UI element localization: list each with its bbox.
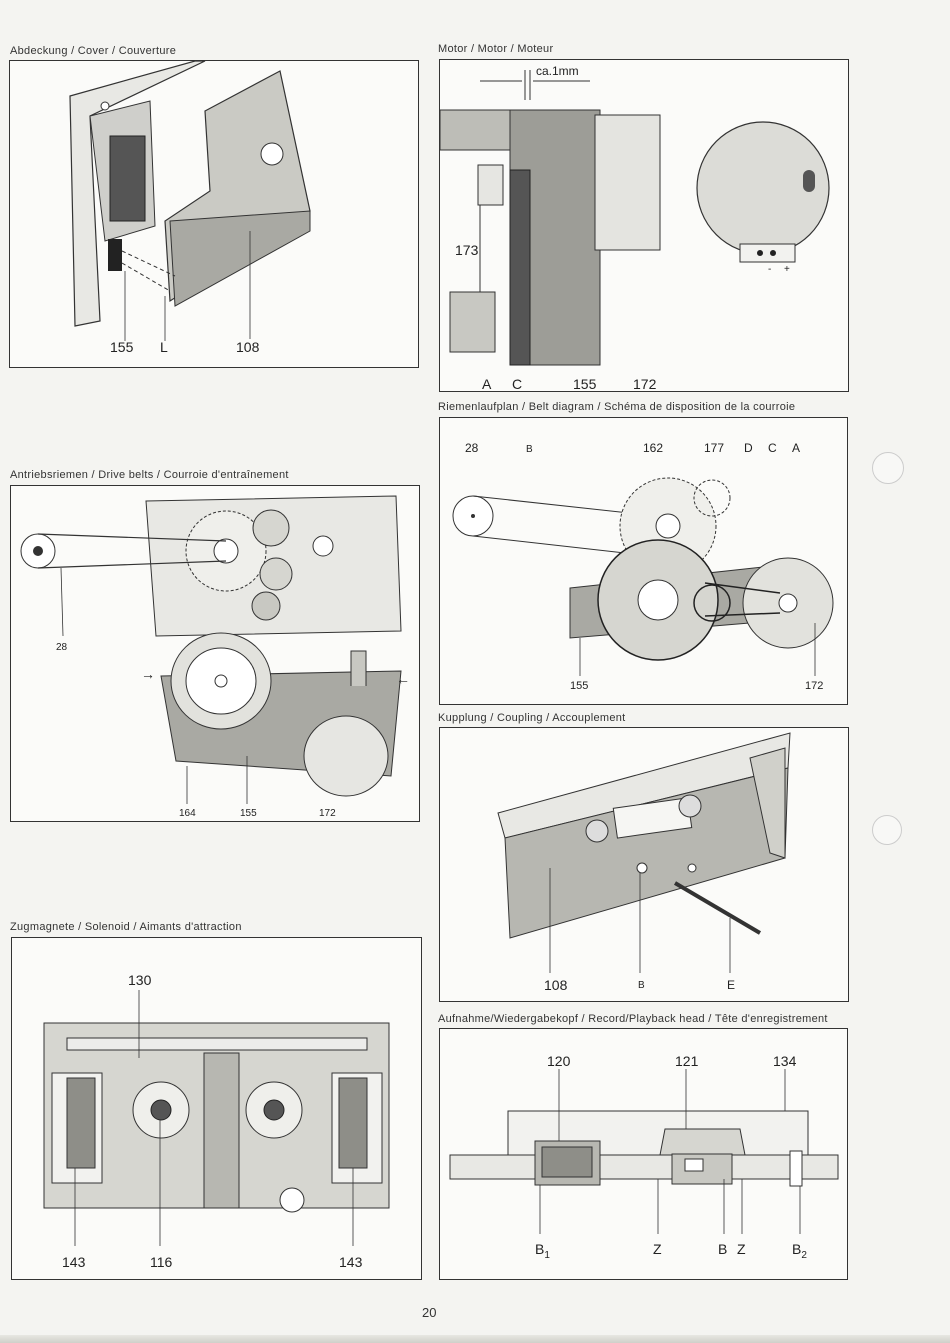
head-label-120: 120: [547, 1053, 571, 1069]
head-label-b2: B2: [792, 1241, 807, 1261]
belt-diagram-drawing: 28 B 162 177 D C A 155 172: [452, 441, 834, 692]
head-label-z-right: Z: [737, 1241, 746, 1257]
motor-label-172: 172: [633, 376, 657, 392]
arrow-right-icon: →: [141, 666, 155, 682]
caption-belt-diagram: Riemenlaufplan / Belt diagram / Schéma d…: [438, 401, 796, 413]
figure-head: 120 121 134 B1 Z B Z B2: [439, 1028, 848, 1280]
figure-drive-belts: → ← 28 164 155 172: [10, 485, 420, 822]
head-label-121: 121: [675, 1053, 699, 1069]
figure-coupling: 108 B E: [439, 727, 849, 1002]
head-label-b1: B1: [535, 1241, 550, 1261]
cover-label-155: 155: [110, 339, 134, 355]
belt-diagram-label-162: 162: [643, 441, 663, 455]
page-number: 20: [422, 1305, 437, 1320]
belt-diagram-label-a: A: [792, 441, 800, 455]
belt-diagram-label-c: C: [768, 441, 777, 455]
motor-label-a: A: [482, 376, 492, 392]
motor-label-173: 173: [455, 242, 479, 258]
drive-belts-label-155: 155: [240, 808, 257, 819]
motor-terminal-minus: -: [768, 264, 771, 275]
coupling-drawing: 108 B E: [497, 732, 791, 993]
head-drawing: 120 121 134 B1 Z B Z B2: [449, 1053, 839, 1261]
punch-hole: [872, 452, 904, 484]
arrow-left-icon: ←: [396, 671, 410, 687]
figure-belt-diagram: 28 B 162 177 D C A 155 172: [439, 417, 848, 705]
drive-belts-drawing: → ← 28 164 155 172: [20, 495, 410, 819]
figure-solenoid: 130 143 116 143: [11, 937, 422, 1280]
punch-hole: [872, 815, 902, 845]
caption-head: Aufnahme/Wiedergabekopf / Record/Playbac…: [438, 1013, 828, 1025]
solenoid-label-116: 116: [150, 1254, 173, 1270]
figure-cover: 155 L 108: [9, 60, 419, 368]
belt-diagram-label-155: 155: [570, 680, 588, 692]
solenoid-label-143-left: 143: [62, 1254, 86, 1270]
cover-label-l: L: [160, 339, 168, 355]
motor-gap-note: ca.1mm: [536, 64, 579, 78]
coupling-label-108: 108: [544, 977, 568, 993]
solenoid-drawing: 130 143 116 143: [43, 972, 390, 1270]
page-bottom-edge: [0, 1335, 950, 1343]
belt-diagram-label-172: 172: [805, 680, 823, 692]
figure-motor: ca.1mm - + 173 A C 155 172: [439, 59, 849, 392]
head-label-134: 134: [773, 1053, 797, 1069]
motor-label-155: 155: [573, 376, 597, 392]
caption-motor: Motor / Motor / Moteur: [438, 43, 554, 55]
caption-coupling: Kupplung / Coupling / Accouplement: [438, 712, 626, 724]
drive-belts-label-28: 28: [56, 642, 68, 653]
solenoid-label-143-right: 143: [339, 1254, 363, 1270]
caption-cover: Abdeckung / Cover / Couverture: [10, 45, 177, 57]
drive-belts-label-172: 172: [319, 808, 336, 819]
motor-label-c: C: [512, 376, 522, 392]
drive-belts-label-164: 164: [179, 808, 196, 819]
belt-diagram-label-d: D: [744, 441, 753, 455]
belt-diagram-label-177: 177: [704, 441, 724, 455]
caption-solenoid: Zugmagnete / Solenoid / Aimants d'attrac…: [10, 921, 242, 933]
caption-drive-belts: Antriebsriemen / Drive belts / Courroie …: [10, 469, 289, 481]
motor-drawing: ca.1mm - + 173 A C 155 172: [440, 64, 830, 392]
belt-diagram-label-28: 28: [465, 441, 479, 455]
cover-drawing: 155 L 108: [69, 61, 311, 355]
cover-label-108: 108: [236, 339, 260, 355]
coupling-label-e: E: [727, 978, 735, 992]
head-label-b: B: [718, 1241, 727, 1257]
head-label-z-left: Z: [653, 1241, 662, 1257]
solenoid-label-130: 130: [128, 972, 152, 988]
belt-diagram-label-b: B: [526, 444, 533, 455]
motor-terminal-plus: +: [784, 264, 790, 275]
coupling-label-b: B: [638, 980, 645, 991]
